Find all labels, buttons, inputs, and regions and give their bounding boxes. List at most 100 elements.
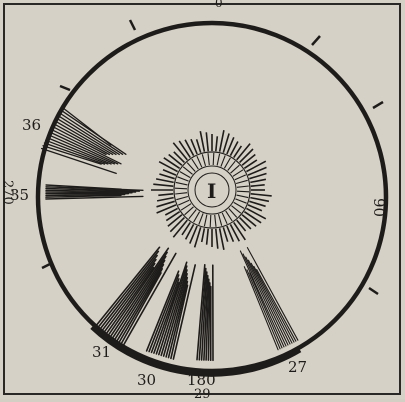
- burst-ray: [179, 141, 190, 158]
- burst-inner-ray: [178, 200, 189, 205]
- burst-inner-ray: [234, 202, 244, 208]
- burst-inner-ray: [181, 204, 191, 211]
- burst-ray: [153, 184, 173, 186]
- burst-ray: [251, 194, 272, 196]
- burst-ray: [237, 144, 250, 160]
- burst-inner-ray: [187, 163, 195, 172]
- burst-ray: [200, 131, 204, 152]
- ray-bundles: [42, 108, 298, 361]
- ray-bundle-27: [251, 263, 292, 343]
- rim-mark-top: 0: [215, 0, 223, 9]
- burst-inner-ray: [222, 213, 227, 224]
- burst-inner-ray: [229, 209, 237, 218]
- rim-tick: [312, 36, 320, 45]
- burst-ray: [251, 185, 265, 186]
- burst-ray: [242, 215, 256, 227]
- burst-ray: [249, 201, 265, 206]
- burst-ray: [202, 228, 205, 242]
- ray-bundle-36: [60, 113, 123, 154]
- burst-inner-ray: [219, 214, 222, 226]
- burst-ray: [168, 215, 182, 227]
- rim-mark-right: 90: [371, 198, 386, 217]
- burst-ray: [244, 212, 261, 223]
- burst-inner-ray: [175, 193, 187, 194]
- burst-inner-ray: [202, 154, 205, 166]
- burst-ray: [250, 198, 269, 202]
- burst-inner-ray: [237, 186, 249, 187]
- burst-inner-ray: [235, 199, 246, 203]
- ray-bundle-35: [46, 195, 125, 196]
- burst-inner-ray: [177, 177, 188, 181]
- burst-inner-ray: [180, 172, 190, 178]
- bundle-label-27: 27: [288, 360, 307, 375]
- burst-inner-ray: [235, 175, 246, 180]
- rim-tick: [373, 102, 383, 108]
- burst-ray: [240, 149, 253, 162]
- burst-ray: [216, 229, 218, 249]
- burst-ray: [159, 174, 174, 179]
- burst-inner-ray: [236, 180, 248, 183]
- rim-tick: [369, 288, 378, 294]
- burst-inner-ray: [233, 170, 243, 177]
- burst-inner-ray: [217, 154, 220, 166]
- burst-ray: [207, 229, 209, 245]
- bundle-label-30: 30: [137, 373, 156, 388]
- burst-inner-ray: [221, 155, 225, 166]
- burst-ray: [206, 132, 208, 151]
- burst-ray: [157, 198, 174, 201]
- rim-tick: [130, 20, 135, 30]
- burst-inner-ray: [185, 207, 194, 215]
- burst-ray: [164, 158, 180, 169]
- burst-inner-ray: [215, 215, 216, 227]
- burst-ray: [223, 227, 227, 241]
- burst-inner-ray: [176, 197, 188, 200]
- burst-inner-ray: [199, 213, 203, 224]
- burst-inner-ray: [175, 188, 187, 189]
- burst-inner-ray: [224, 158, 230, 168]
- burst-ray: [240, 218, 251, 229]
- burst-inner-ray: [213, 153, 214, 165]
- ray-bundle-27: [249, 260, 291, 344]
- ray-bundle-27: [240, 251, 284, 347]
- burst-inner-ray: [228, 161, 236, 170]
- burst-ray: [159, 162, 178, 172]
- bundle-label-36: 36: [22, 118, 41, 133]
- burst-inner-ray: [237, 195, 249, 198]
- burst-ray: [234, 222, 246, 240]
- burst-inner-ray: [197, 156, 202, 167]
- burst-inner-ray: [232, 206, 241, 214]
- burst-inner-ray: [237, 191, 249, 192]
- burst-inner-ray: [204, 215, 207, 227]
- rim-tick: [60, 86, 70, 90]
- burst-ray: [242, 155, 255, 166]
- ray-bundle-27: [246, 257, 288, 345]
- burst-ray: [156, 179, 174, 183]
- burst-ray: [220, 228, 224, 250]
- rim-mark-bottom: 180: [187, 373, 216, 388]
- bundle-label-29: 29: [194, 388, 211, 401]
- burst-ray: [170, 218, 184, 232]
- bundle-label-31: 31: [92, 345, 111, 360]
- center-label: I: [207, 181, 216, 201]
- burst-inner-ray: [194, 212, 200, 222]
- burst-inner-ray: [208, 153, 209, 165]
- burst-inner-ray: [192, 159, 199, 169]
- burst-ray: [169, 155, 182, 166]
- burst-ray: [250, 179, 266, 182]
- burst-ray: [158, 194, 173, 196]
- burst-inner-ray: [176, 182, 188, 185]
- burst-inner-ray: [231, 165, 240, 173]
- burst-inner-ray: [183, 167, 192, 175]
- burst-inner-ray: [226, 211, 233, 221]
- burst-ray: [197, 139, 201, 152]
- burst-ray: [246, 208, 265, 218]
- burst-ray: [246, 161, 265, 171]
- bundle-label-35: 35: [10, 188, 29, 203]
- burst-inner-ray: [210, 215, 211, 227]
- burst-ray: [216, 136, 218, 151]
- burst-inner-ray: [189, 210, 197, 219]
- burst-ray: [220, 130, 224, 152]
- ray-bundle-27: [243, 254, 286, 346]
